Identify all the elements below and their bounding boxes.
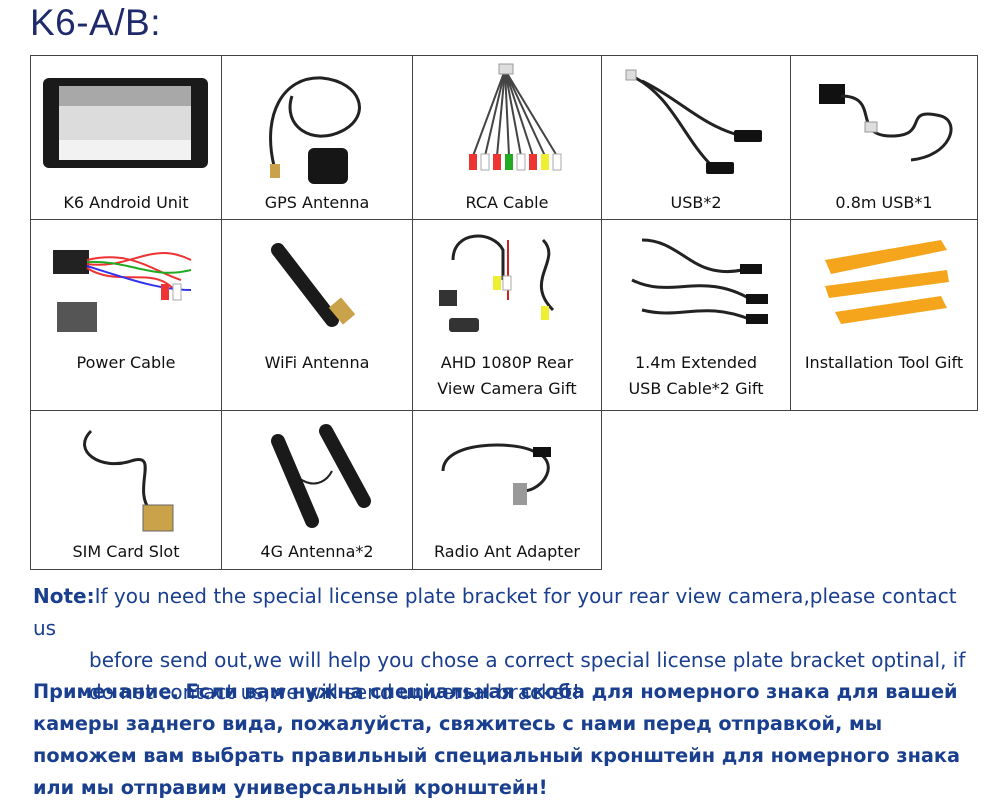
wifi-antenna-image xyxy=(271,243,356,327)
item-wifi-antenna: WiFi Antenna xyxy=(221,219,413,411)
item-power-cable: Power Cable xyxy=(30,219,222,411)
note-english: Note:If you need the special license pla… xyxy=(33,580,983,708)
android-unit-image xyxy=(43,78,208,168)
item-sim-card-slot: SIM Card Slot xyxy=(30,410,222,570)
extended-usb-image xyxy=(631,238,768,324)
item-ahd-camera: AHD 1080P Rear View Camera Gift xyxy=(412,219,602,411)
item-label: Power Cable xyxy=(76,353,176,372)
item-usb-08m: 0.8m USB*1 xyxy=(790,55,978,220)
item-label: Radio Ant Adapter xyxy=(434,542,580,561)
radio-adapter-image xyxy=(441,443,551,505)
rca-cable-image xyxy=(469,63,562,171)
item-label: AHD 1080P Rear View Camera Gift xyxy=(437,353,577,398)
usb-cable-image xyxy=(819,84,953,162)
item-label: K6 Android Unit xyxy=(63,193,189,212)
page-title: K6-A/B: xyxy=(30,2,161,43)
installation-tool-image xyxy=(825,240,949,324)
power-cable-image xyxy=(53,250,192,332)
item-label: 0.8m USB*1 xyxy=(835,193,933,212)
item-radio-ant-adapter: Radio Ant Adapter xyxy=(412,410,602,570)
item-label: GPS Antenna xyxy=(264,193,370,212)
item-rca-cable: RCA Cable xyxy=(412,55,602,220)
camera-image xyxy=(439,234,555,332)
item-usb-2: USB*2 xyxy=(601,55,791,220)
item-label: Installation Tool Gift xyxy=(804,353,964,372)
note-label: Note: xyxy=(33,584,95,608)
note-line-2: before send out,we will help you chose a… xyxy=(89,648,966,672)
note-russian: Примечание. Если вам нужна специальная с… xyxy=(33,680,961,799)
item-label: RCA Cable xyxy=(465,193,549,212)
sim-slot-image xyxy=(83,429,174,532)
4g-antenna-image xyxy=(271,424,371,528)
gps-antenna-image xyxy=(269,76,361,184)
item-gps-antenna: GPS Antenna xyxy=(221,55,413,220)
item-label: USB*2 xyxy=(670,193,722,212)
item-4g-antenna: 4G Antenna*2 xyxy=(221,410,413,570)
item-label: 1.4m Extended USB Cable*2 Gift xyxy=(628,353,764,398)
item-label: SIM Card Slot xyxy=(72,542,180,561)
item-android-unit: K6 Android Unit xyxy=(30,55,222,220)
item-extended-usb: 1.4m Extended USB Cable*2 Gift xyxy=(601,219,791,411)
item-label: WiFi Antenna xyxy=(264,353,370,372)
item-label: 4G Antenna*2 xyxy=(260,542,374,561)
note-line-1: If you need the special license plate br… xyxy=(33,584,957,640)
usb-cables-image xyxy=(625,69,762,174)
note-line-3: do not contact us,we will send universal… xyxy=(89,680,580,704)
item-installation-tool: Installation Tool Gift xyxy=(790,219,978,411)
